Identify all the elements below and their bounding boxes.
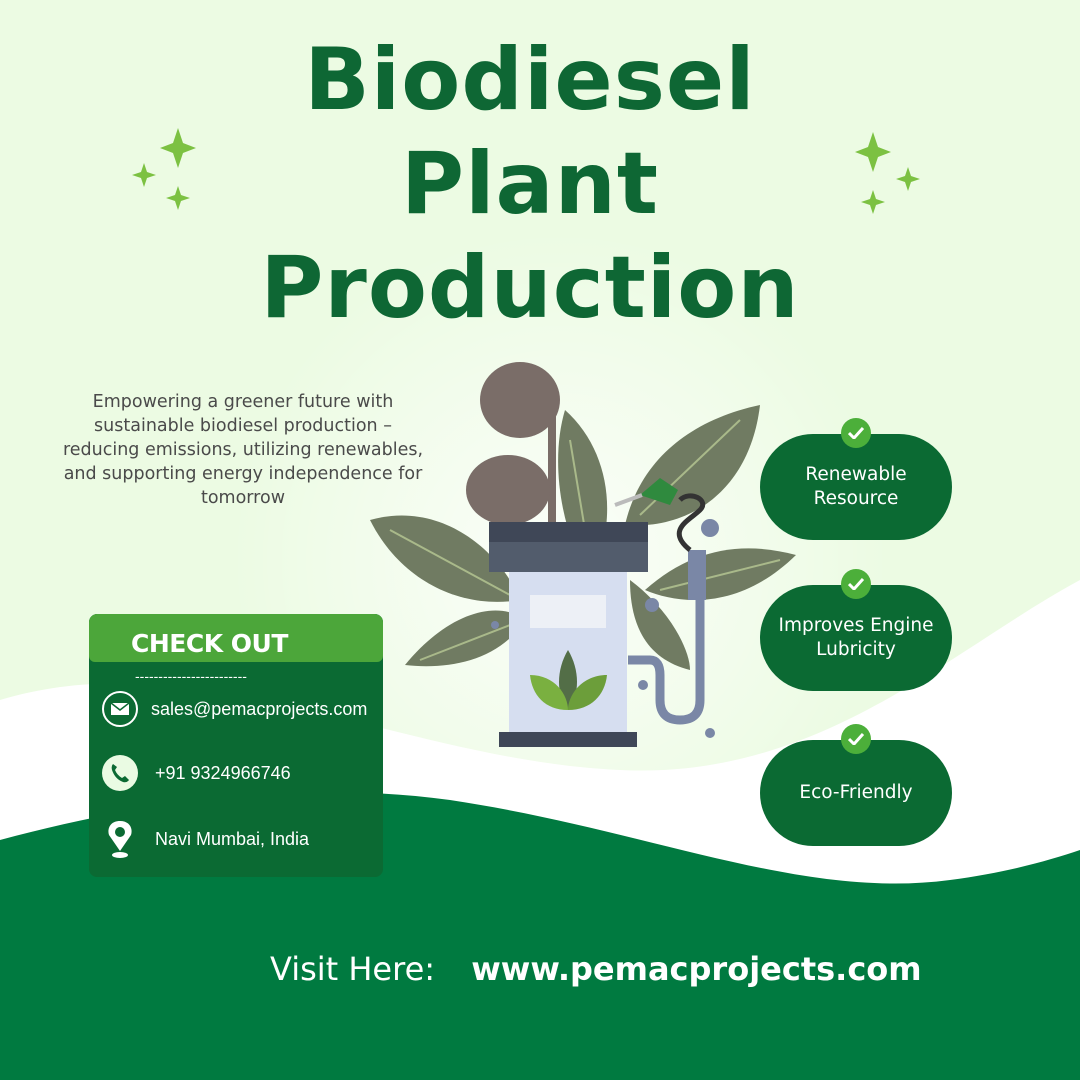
feature-label: Eco-Friendly	[799, 782, 913, 803]
check-icon	[841, 724, 871, 754]
title-line-2: Plant	[401, 134, 659, 234]
feature-pill-renewable: Renewable Resource	[760, 434, 952, 540]
phone-number[interactable]: +91 9324966746	[155, 762, 291, 783]
phone-icon	[101, 754, 139, 792]
visit-label: Visit Here:	[270, 950, 436, 988]
email-link[interactable]: sales@pemacprojects.com	[151, 698, 368, 719]
sparkle-icon	[132, 128, 920, 214]
check-icon	[841, 569, 871, 599]
page-title: Biodiesel Plant Production	[0, 28, 1060, 340]
feature-pill-eco-friendly: Eco-Friendly	[760, 740, 952, 846]
contact-card: CHECK OUT ------------------------ sales…	[89, 614, 383, 877]
footer-visit: Visit Here: www.pemacprojects.com	[270, 950, 922, 988]
feature-label: Improves Engine Lubricity	[778, 615, 934, 660]
location-pin-icon	[101, 820, 139, 858]
contact-heading: CHECK OUT	[89, 614, 383, 662]
title-line-1: Biodiesel	[304, 30, 756, 130]
divider: ------------------------	[135, 668, 247, 684]
contact-phone-row[interactable]: +91 9324966746	[101, 754, 291, 792]
check-icon	[841, 418, 871, 448]
title-line-3: Production	[260, 238, 800, 338]
description: Empowering a greener future with sustain…	[62, 392, 424, 508]
feature-label: Renewable Resource	[805, 464, 907, 509]
biodiesel-pump-illustration	[370, 362, 796, 747]
location-text: Navi Mumbai, India	[155, 828, 310, 849]
email-icon	[101, 690, 139, 728]
contact-email-row[interactable]: sales@pemacprojects.com	[101, 690, 367, 728]
contact-location-row: Navi Mumbai, India	[101, 820, 309, 858]
feature-pill-lubricity: Improves Engine Lubricity	[760, 585, 952, 691]
website-link[interactable]: www.pemacprojects.com	[471, 950, 922, 988]
